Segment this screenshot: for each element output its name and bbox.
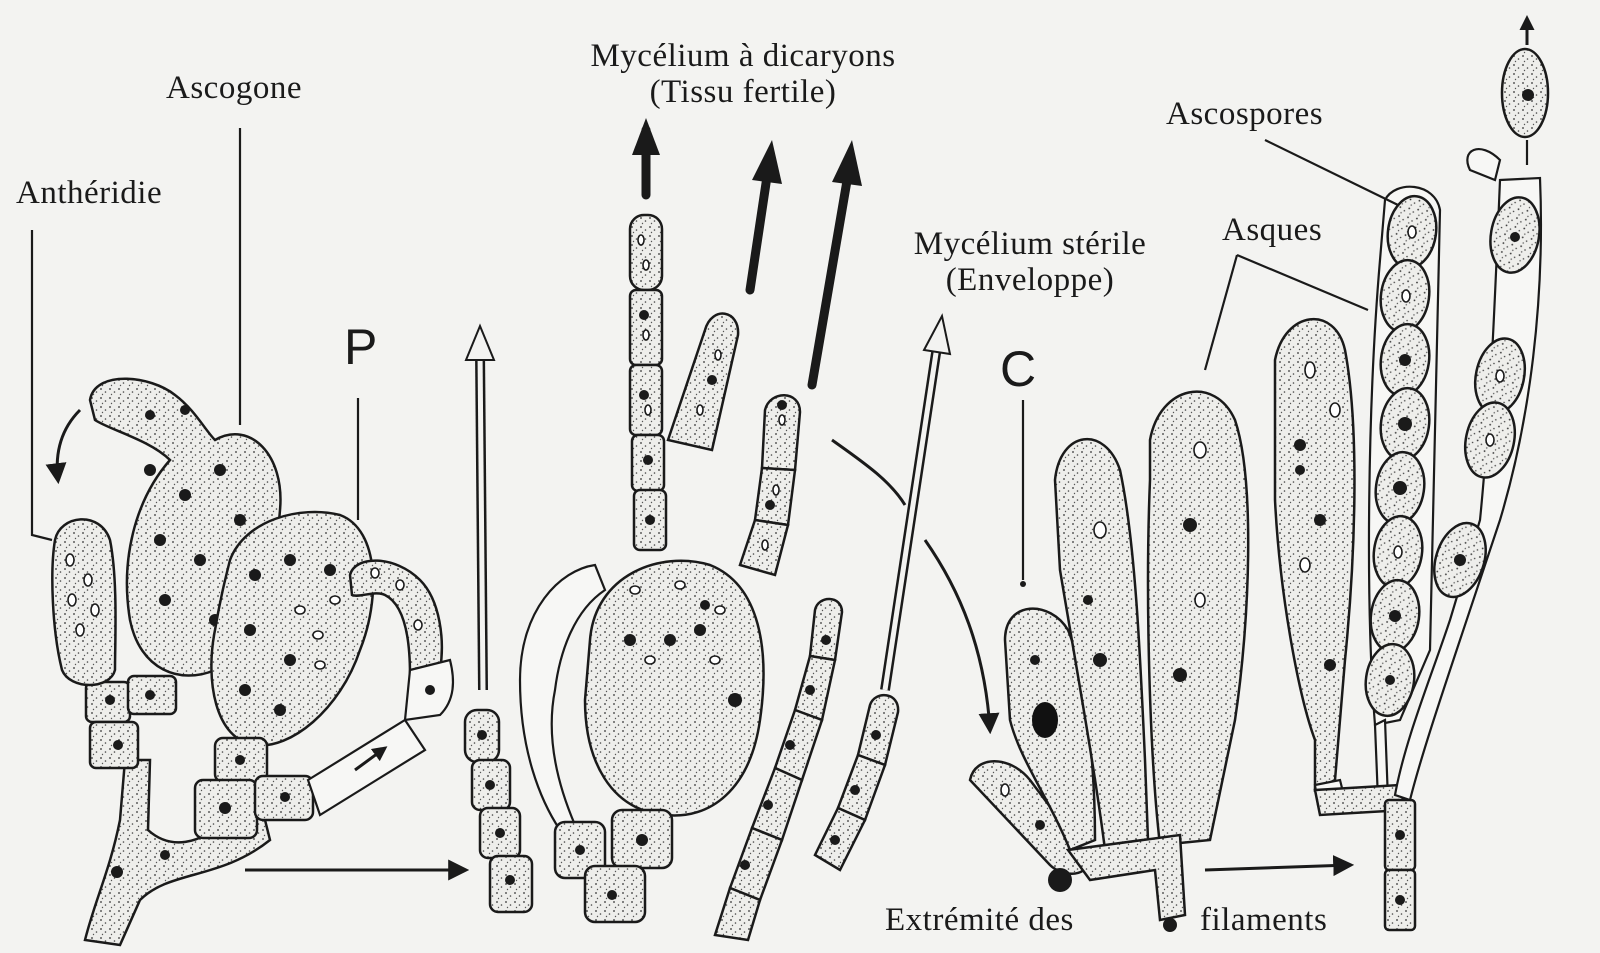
antheridie-cell bbox=[51, 518, 117, 687]
label-ascospores: Ascospores bbox=[1166, 96, 1324, 132]
right-drawing bbox=[1203, 15, 1550, 932]
arrow-center-to-c bbox=[923, 539, 1000, 735]
label-ascogone: Ascogone bbox=[166, 70, 302, 106]
label-mycelium-dicaryons-line2: (Tissu fertile) bbox=[649, 74, 837, 110]
label-stage-c: C bbox=[1000, 341, 1037, 397]
arrow-segment-top bbox=[831, 438, 907, 506]
stage-c-drawing bbox=[968, 390, 1250, 932]
label-extremite: Extrémité des bbox=[885, 902, 1074, 938]
label-stage-p: P bbox=[344, 319, 378, 375]
label-filaments: filaments bbox=[1200, 902, 1328, 938]
label-asques: Asques bbox=[1222, 212, 1323, 248]
label-mycelium-sterile: Mycélium stérile (Enveloppe) bbox=[914, 226, 1147, 298]
hollow-arrow-left bbox=[464, 323, 496, 691]
stage-p-drawing bbox=[45, 377, 455, 947]
arrow-c-to-right bbox=[1204, 855, 1355, 877]
label-mycelium-dicaryons-line1: Mycélium à dicaryons bbox=[590, 38, 896, 74]
label-mycelium-sterile-line2: (Enveloppe) bbox=[945, 262, 1115, 298]
hollow-arrow-right bbox=[880, 313, 952, 691]
center-drawing bbox=[463, 118, 900, 942]
leader-lines bbox=[30, 128, 360, 542]
label-antheridie: Anthéridie bbox=[16, 175, 163, 211]
label-mycelium-dicaryons: Mycélium à dicaryons (Tissu fertile) bbox=[590, 38, 895, 110]
label-mycelium-sterile-line1: Mycélium stérile bbox=[913, 226, 1147, 262]
